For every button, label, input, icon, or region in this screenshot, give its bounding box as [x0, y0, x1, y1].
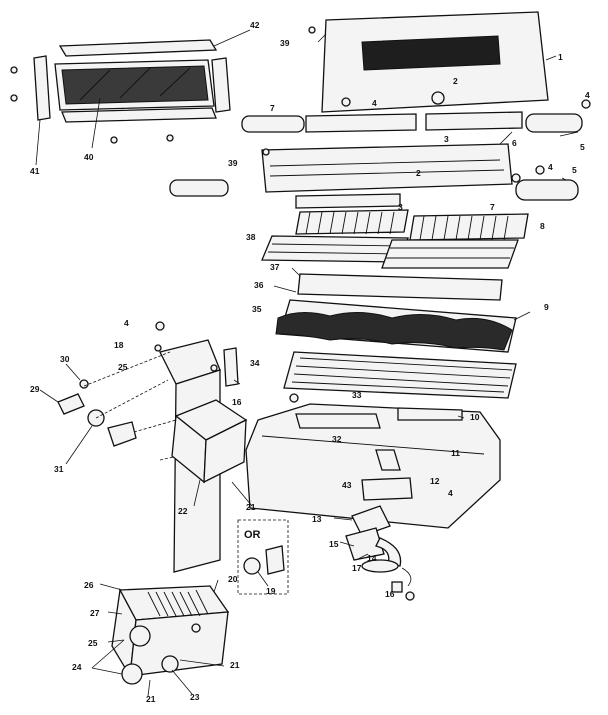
callout-15: 15 [329, 539, 339, 549]
callout-18: 18 [114, 340, 124, 350]
callout-26: 26 [84, 580, 94, 590]
callout-33: 33 [352, 390, 362, 400]
callout-3: 3 [444, 134, 449, 144]
window-frame-assembly [10, 29, 251, 166]
callout-4: 4 [585, 90, 590, 100]
grill-lid [317, 11, 557, 113]
callout-40: 40 [84, 152, 94, 162]
callout-35: 35 [252, 304, 262, 314]
callout-20: 20 [228, 574, 238, 584]
callout-6: 6 [512, 138, 517, 148]
hinge-and-handle-parts [169, 111, 583, 209]
callout-42: 42 [250, 20, 260, 30]
firebox-assembly [245, 299, 531, 529]
callout-36: 36 [254, 280, 264, 290]
grease-tray [171, 399, 253, 507]
callout-5: 5 [580, 142, 585, 152]
alternate-part-box [237, 519, 289, 595]
callout-10: 10 [470, 412, 480, 422]
callout-2: 2 [453, 76, 458, 86]
callout-29: 29 [30, 384, 40, 394]
callout-13: 13 [312, 514, 322, 524]
callout-16: 16 [385, 589, 395, 599]
cooking-grates [261, 209, 529, 301]
callout-31: 31 [54, 464, 64, 474]
callout-21: 21 [146, 694, 156, 704]
callout-21: 21 [230, 660, 240, 670]
callout-labels: 1 2 2 3 3 4 4 4 4 4 5 5 6 7 7 8 9 10 11 … [30, 20, 590, 704]
callout-2: 2 [416, 168, 421, 178]
callout-4: 4 [448, 488, 453, 498]
fasteners [262, 26, 591, 601]
callout-4: 4 [372, 98, 377, 108]
callout-17: 17 [352, 563, 362, 573]
callout-38: 38 [246, 232, 256, 242]
or-label: OR [244, 529, 261, 541]
callout-24: 24 [72, 662, 82, 672]
callout-27: 27 [90, 608, 100, 618]
callout-25: 25 [118, 362, 128, 372]
callout-34: 34 [250, 358, 260, 368]
callout-25: 25 [88, 638, 98, 648]
burner-and-gas-parts [333, 505, 412, 593]
callout-7: 7 [270, 103, 275, 113]
callout-7: 7 [490, 202, 495, 212]
callout-30: 30 [60, 354, 70, 364]
callout-5: 5 [572, 165, 577, 175]
callout-19: 19 [266, 586, 276, 596]
callout-9: 9 [544, 302, 549, 312]
callout-1: 1 [558, 52, 563, 62]
callout-43: 43 [342, 480, 352, 490]
callout-14: 14 [367, 553, 377, 563]
callout-32: 32 [332, 434, 342, 444]
callout-39: 39 [280, 38, 290, 48]
callout-8: 8 [540, 221, 545, 231]
callout-16: 16 [232, 397, 242, 407]
callout-23: 23 [190, 692, 200, 702]
callout-12: 12 [430, 476, 440, 486]
callout-22: 22 [178, 506, 188, 516]
callout-37: 37 [270, 262, 280, 272]
callout-21: 21 [246, 502, 256, 512]
callout-4: 4 [548, 162, 553, 172]
callout-4: 4 [124, 318, 129, 328]
callout-3: 3 [398, 202, 403, 212]
bottom-control-panel [91, 579, 230, 697]
callout-41: 41 [30, 166, 40, 176]
callout-11: 11 [451, 448, 460, 458]
callout-39: 39 [228, 158, 238, 168]
